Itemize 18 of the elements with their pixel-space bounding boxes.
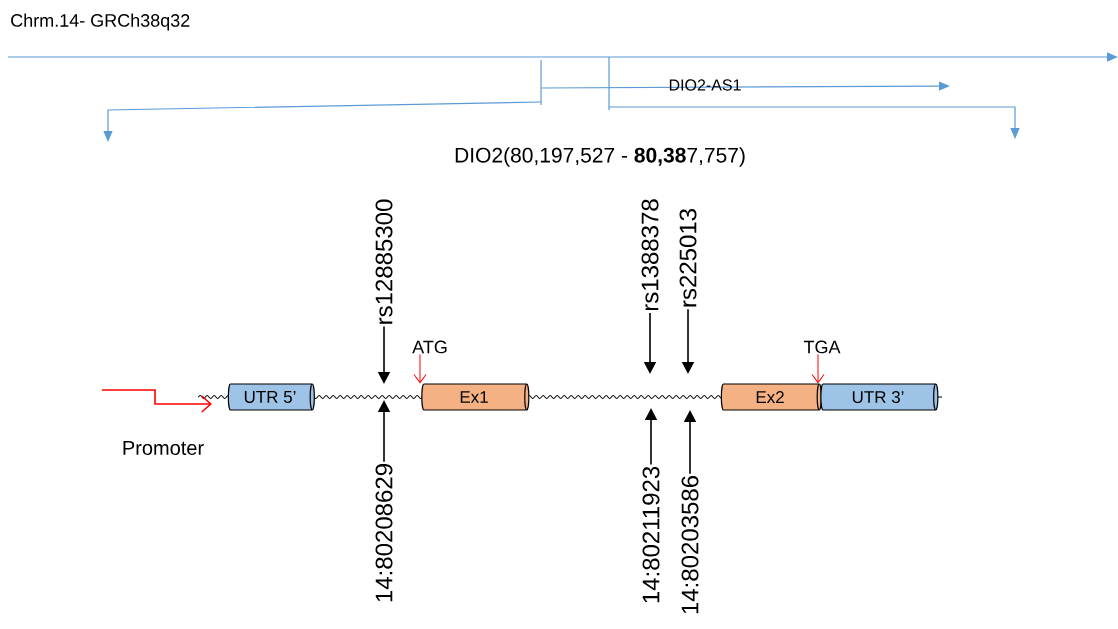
promoter-label: Promoter xyxy=(123,441,204,455)
variant-label: rs1388378 xyxy=(641,199,659,311)
variant-label: ATG xyxy=(412,340,447,354)
arrow xyxy=(811,354,825,384)
variant-label: 14:80208629 xyxy=(375,464,393,602)
variant-label: 14:80211923 xyxy=(642,466,660,603)
exon-cylinder: UTR 3’ xyxy=(820,383,939,411)
arrow xyxy=(413,354,427,384)
variant-label: rs225013 xyxy=(679,209,697,307)
variant-label: TGA xyxy=(803,340,841,354)
exon-cylinder: Ex1 xyxy=(421,383,530,411)
transcript-label: DIO2-AS1 xyxy=(669,79,741,91)
variant-label: rs12885300 xyxy=(375,199,393,324)
exon-cylinder: Ex2 xyxy=(720,383,822,411)
chromosome-label: Chrm.14- GRCh38q32 xyxy=(11,13,190,31)
variant-label: 14:80203586 xyxy=(681,476,699,614)
gene-label: DIO2(80,197,527 - 80,387,757) xyxy=(455,147,745,167)
exon-cylinder: UTR 5’ xyxy=(227,383,315,411)
